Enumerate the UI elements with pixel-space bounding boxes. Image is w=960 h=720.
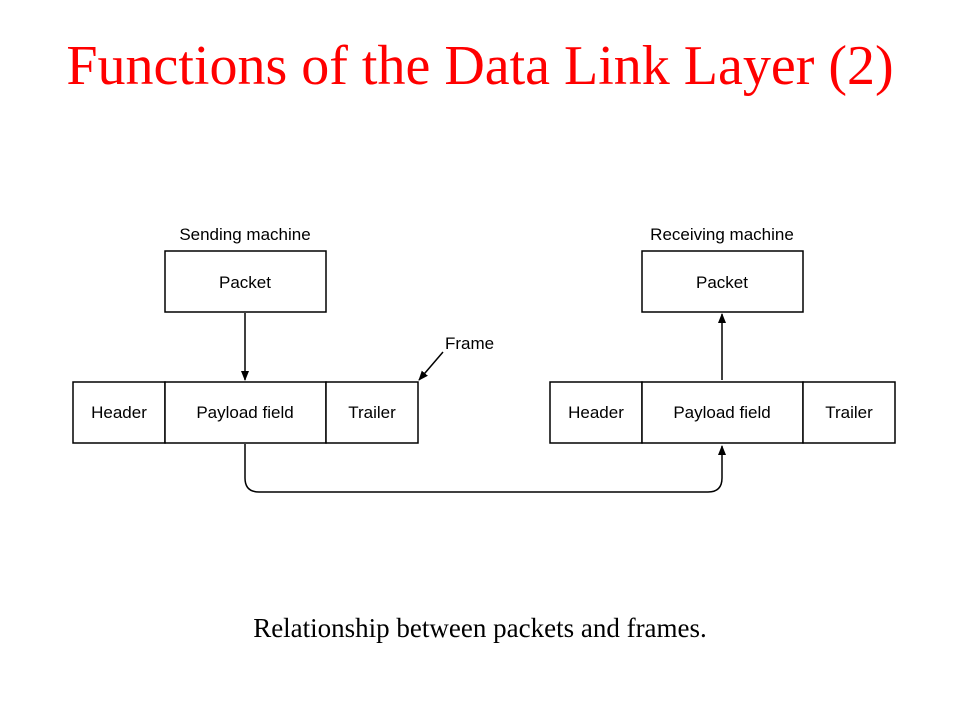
sender-frame: Header Payload field Trailer <box>72 381 419 444</box>
receiver-packet-box: Packet <box>641 250 804 313</box>
receiver-frame-header-cell <box>549 381 643 444</box>
sender-frame-payload-cell <box>164 381 327 444</box>
frame-callout-arrow <box>418 351 444 381</box>
sender-frame-header-cell <box>72 381 166 444</box>
sender-frame-payload: Payload field <box>196 403 293 422</box>
receiver-frame-trailer-cell <box>802 381 896 444</box>
slide-title: Functions of the Data Link Layer (2) <box>66 35 894 97</box>
frame-callout-label: Frame <box>445 334 494 353</box>
receiver-frame-header: Header <box>568 403 624 422</box>
receiver-frame-payload: Payload field <box>673 403 770 422</box>
sender-packet-label: Packet <box>219 273 271 292</box>
sender-packet-box: Packet <box>164 250 327 313</box>
receiver-frame: Header Payload field Trailer <box>549 381 896 444</box>
receiver-frame-payload-cell <box>641 381 804 444</box>
sending-machine-label: Sending machine <box>179 225 310 244</box>
sender-frame-trailer: Trailer <box>348 403 396 422</box>
figure-caption: Relationship between packets and frames. <box>253 613 707 643</box>
receiver-packet-label: Packet <box>696 273 748 292</box>
sender-frame-trailer-cell <box>325 381 419 444</box>
receiver-frame-trailer: Trailer <box>825 403 873 422</box>
transmission-path-arrow <box>244 444 726 493</box>
sender-frame-header: Header <box>91 403 147 422</box>
receiving-machine-label: Receiving machine <box>650 225 794 244</box>
